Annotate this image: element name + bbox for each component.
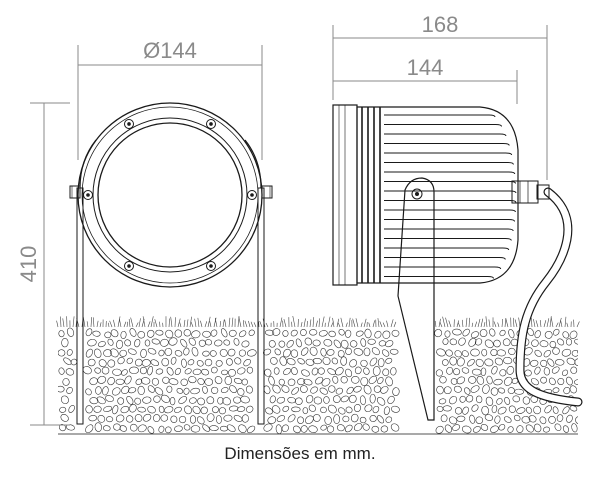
bezel-screws xyxy=(83,118,257,272)
dim-side-total-length: 168 xyxy=(422,12,459,37)
ground-section xyxy=(56,315,580,435)
heatsink-body xyxy=(356,106,519,284)
dim-total-height: 410 xyxy=(16,246,41,283)
dim-front-diameter: Ø144 xyxy=(143,38,197,63)
dim-side-body-length: 144 xyxy=(407,55,444,80)
front-view xyxy=(69,102,273,425)
heatsink-fins xyxy=(361,107,517,283)
lamp-outer-ring xyxy=(77,102,263,288)
side-view xyxy=(332,104,583,421)
gravel-stones xyxy=(58,327,578,434)
lamp-lens xyxy=(97,122,243,268)
dimension-lines xyxy=(30,25,548,426)
drawing-caption: Dimensões em mm. xyxy=(224,444,376,463)
dimension-labels: Ø144 410 168 144 xyxy=(16,12,458,282)
mounting-stake xyxy=(397,177,435,421)
